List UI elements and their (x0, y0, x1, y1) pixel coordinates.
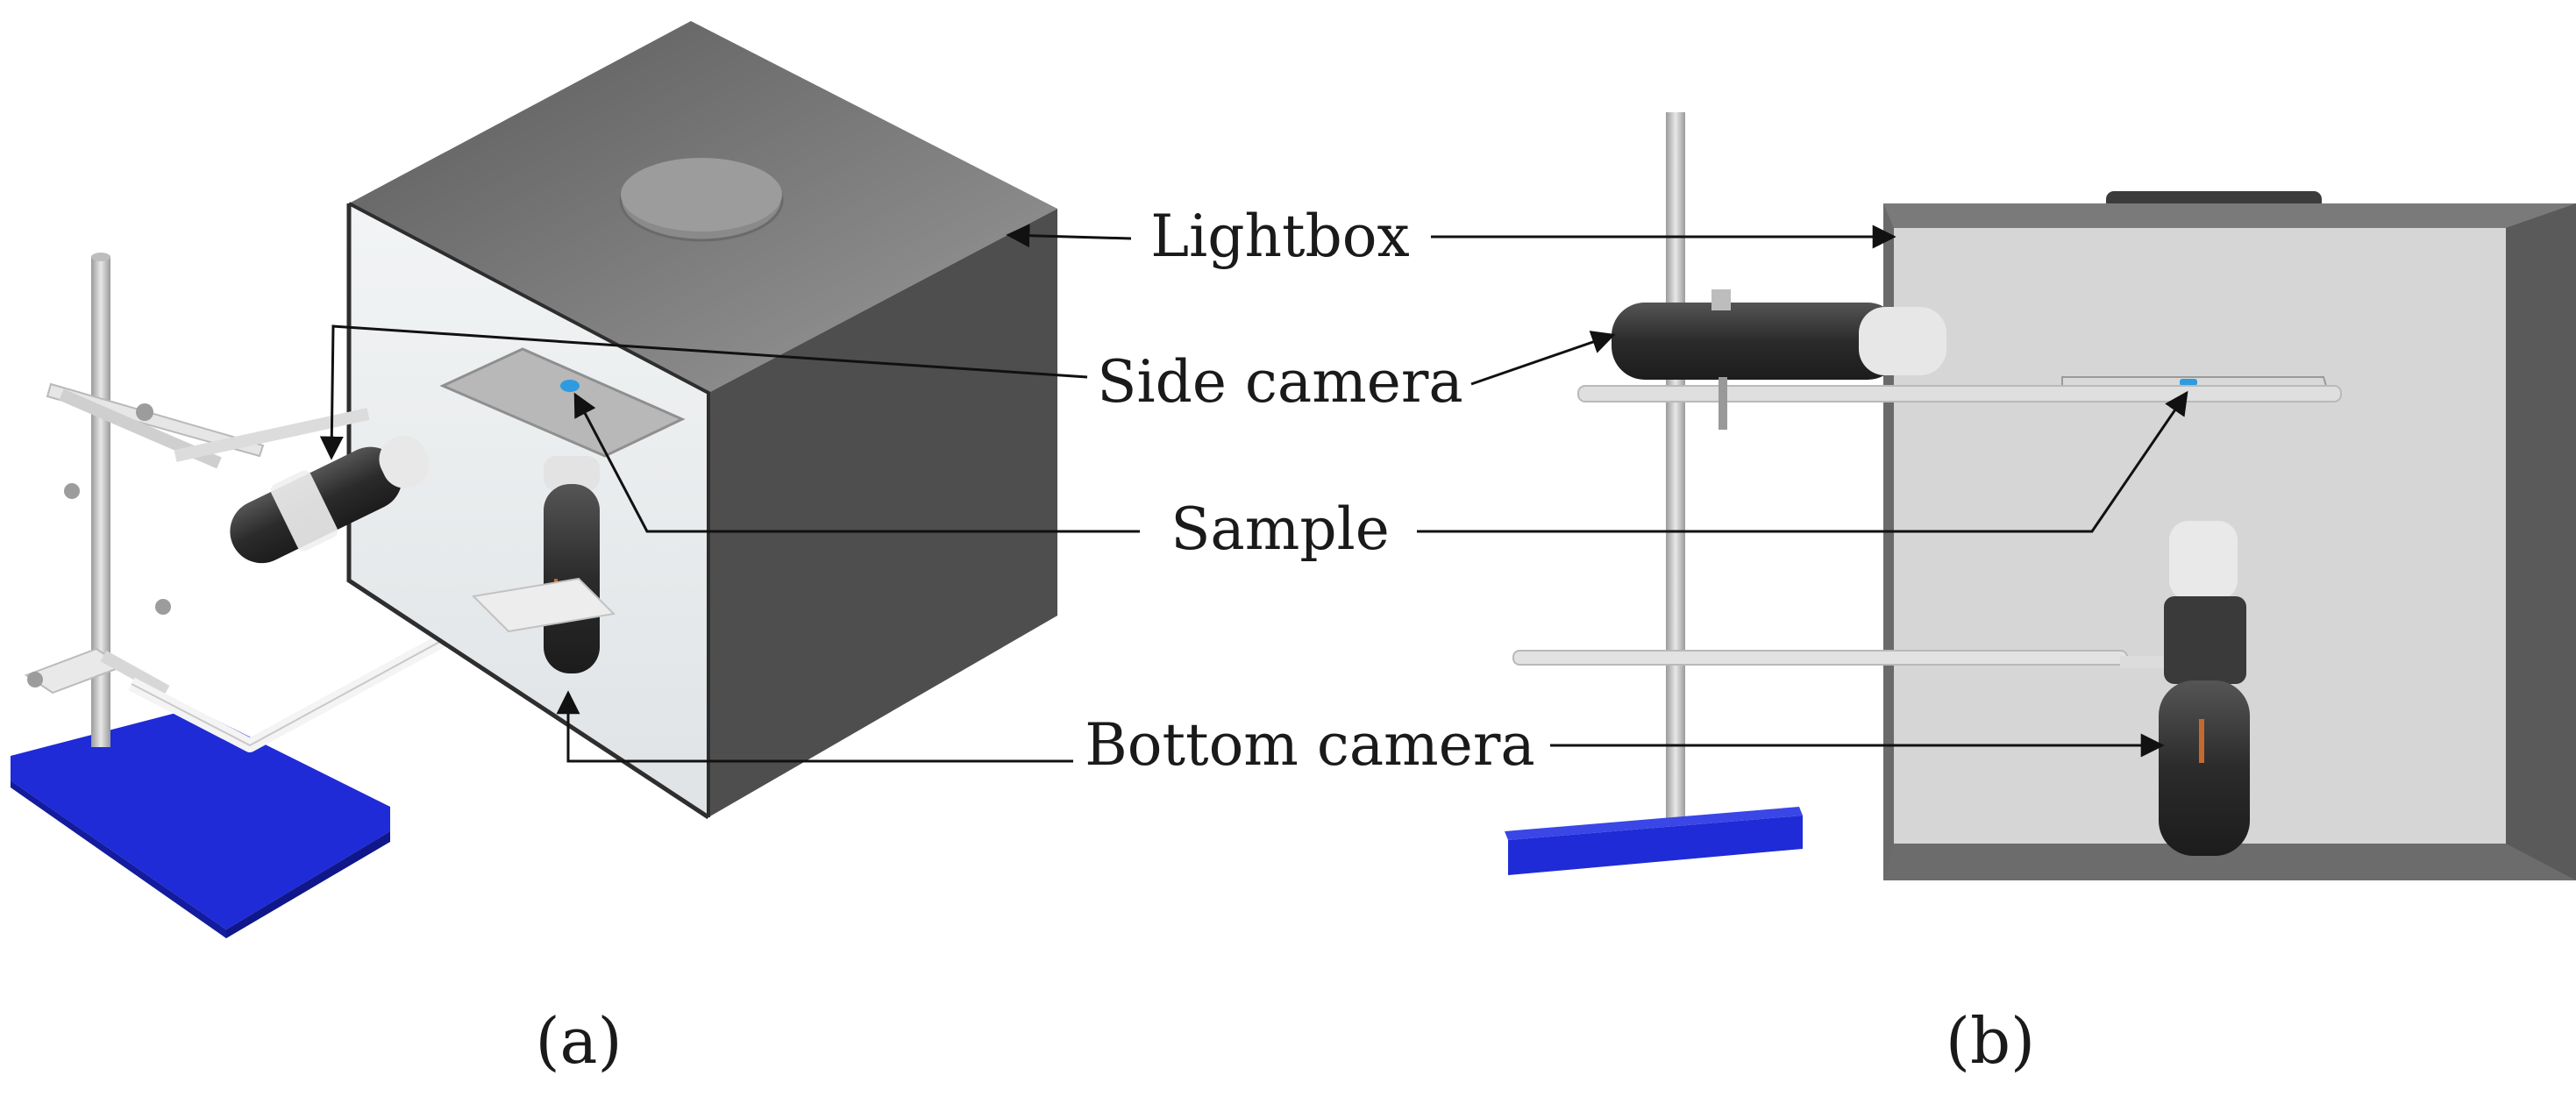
stand-base-a (11, 709, 390, 930)
caption-a: (a) (535, 1004, 622, 1078)
lightbox-right-face-a (708, 209, 1057, 817)
bottom-camera-b (1512, 521, 2250, 856)
label-sample: Sample (1171, 495, 1390, 563)
side-camera-a (174, 408, 430, 564)
side-camera-b (1577, 289, 2342, 430)
lab-stand-b (1505, 112, 2342, 875)
arrow-lightbox-a (1006, 224, 1132, 248)
label-lightbox: Lightbox (1150, 203, 1409, 270)
sample-marker-a (560, 380, 580, 392)
lightbox-a (346, 21, 1057, 820)
arrow-side-camera-a (319, 324, 1088, 460)
label-side-camera: Side camera (1097, 348, 1462, 416)
stand-pole-b (1666, 112, 1685, 824)
arrow-sample-b (1417, 390, 2188, 533)
panel-b (1505, 112, 2576, 880)
bottom-camera-a (471, 456, 616, 673)
stand-pole-a (91, 256, 110, 747)
callout-labels: Lightbox Side camera Sample Bottom camer… (1085, 203, 1534, 779)
sample-marker-b (2180, 379, 2197, 386)
lab-stand-a (11, 253, 495, 938)
arrow-sample-a (573, 392, 1140, 533)
caption-b: (b) (1946, 1004, 2035, 1078)
label-bottom-camera: Bottom camera (1085, 711, 1534, 779)
stand-base-b (1508, 816, 1803, 875)
lightbox-open-face-a (349, 203, 708, 817)
arrow-side-camera-b (1470, 331, 1616, 386)
sample-plate-a (439, 347, 686, 458)
panel-a (11, 21, 1057, 938)
callout-arrows (319, 224, 2188, 763)
arrow-bottom-camera-a (556, 690, 1073, 763)
panel-captions: (a) (b) (535, 1004, 2035, 1078)
